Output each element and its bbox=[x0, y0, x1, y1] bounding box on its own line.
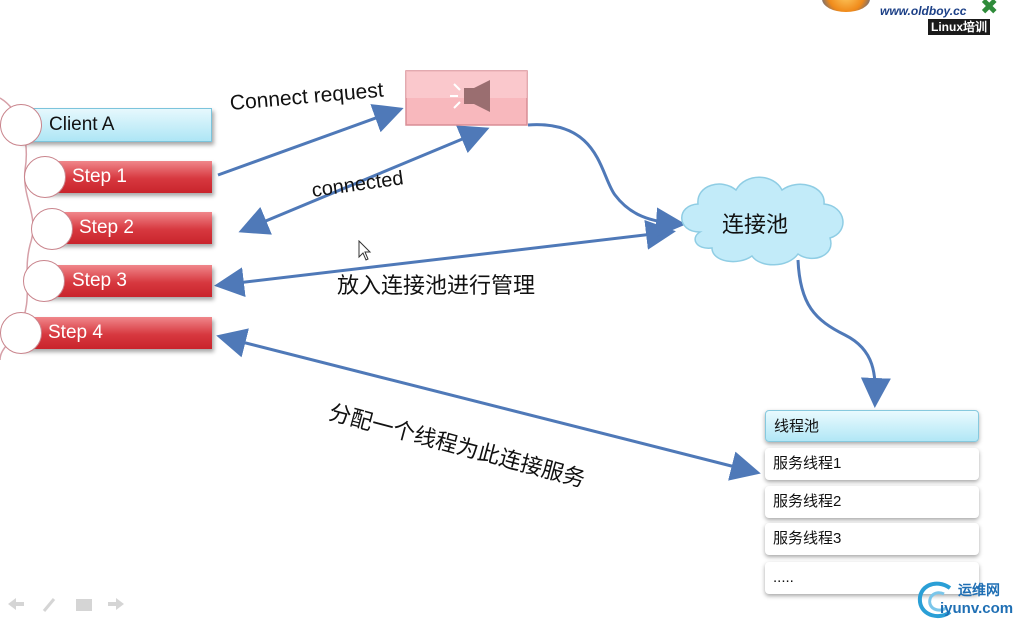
logo-badge: Linux培训 bbox=[928, 19, 990, 35]
pen-icon bbox=[42, 598, 56, 612]
menu-icon bbox=[76, 599, 92, 611]
watermark-en: iyunv.com bbox=[940, 600, 1014, 617]
step-4-bar: Step 4 bbox=[20, 317, 212, 349]
arrow-assign-thread bbox=[216, 328, 761, 481]
thread-item-label: 服务线程2 bbox=[773, 493, 842, 510]
client-a-bar: Client A bbox=[20, 108, 212, 142]
next-arrow-icon bbox=[108, 598, 124, 610]
prev-arrow-icon bbox=[8, 598, 24, 610]
thread-pool-item: 服务线程3 bbox=[765, 523, 979, 555]
thread-pool-item: ..... bbox=[765, 562, 979, 594]
thread-item-label: 服务线程1 bbox=[773, 455, 842, 472]
watermark-cn: 运维网 bbox=[958, 582, 1000, 598]
thread-pool-item: 服务线程2 bbox=[765, 486, 979, 518]
step-4-circle bbox=[0, 312, 42, 354]
speaker-node bbox=[405, 70, 528, 126]
step-3-bar: Step 3 bbox=[45, 265, 212, 297]
step-1-label: Step 1 bbox=[72, 166, 127, 187]
step-3-label: Step 3 bbox=[72, 270, 127, 291]
thread-item-label: 服务线程3 bbox=[773, 530, 842, 547]
arrow-put-into-pool bbox=[214, 219, 676, 298]
arrow-connected bbox=[238, 125, 490, 235]
logo-emblem-icon bbox=[822, 0, 870, 12]
connection-pool-cloud bbox=[681, 176, 844, 266]
step-1-bar: Step 1 bbox=[45, 161, 212, 193]
connection-pool-label: 连接池 bbox=[722, 212, 789, 237]
put-into-pool-label: 放入连接池进行管理 bbox=[337, 273, 536, 298]
arrow-pool-to-threads bbox=[796, 259, 891, 408]
client-a-circle bbox=[0, 104, 42, 146]
speaker-icon bbox=[450, 80, 490, 112]
iyunv-watermark: 运维网 iyunv.com bbox=[916, 578, 1022, 622]
slide-nav-icons bbox=[8, 598, 124, 612]
logo-site-text: www.oldboy.cc bbox=[880, 4, 967, 18]
watermark-swirl-icon bbox=[917, 581, 952, 619]
mouse-cursor-icon bbox=[358, 240, 372, 261]
step-2-circle bbox=[31, 208, 73, 250]
step-2-label: Step 2 bbox=[79, 217, 134, 238]
logo-green-glyph: ✖ bbox=[980, 0, 999, 19]
step-3-circle bbox=[23, 260, 65, 302]
step-1-circle bbox=[24, 156, 66, 198]
logo-badge-text: Linux培训 bbox=[931, 20, 987, 34]
step-2-bar: Step 2 bbox=[55, 212, 212, 244]
oldboy-logo: www.oldboy.cc Linux培训 ✖ bbox=[822, 0, 1022, 36]
thread-pool-item: 服务线程1 bbox=[765, 448, 979, 480]
thread-item-label: ..... bbox=[773, 569, 794, 586]
thread-pool-title: 线程池 bbox=[765, 410, 979, 442]
step-4-label: Step 4 bbox=[48, 322, 103, 343]
arrow-connect-request bbox=[217, 104, 404, 177]
arrow-speaker-to-pool bbox=[527, 123, 686, 238]
client-a-label: Client A bbox=[49, 114, 115, 135]
thread-pool-title-text: 线程池 bbox=[774, 418, 820, 435]
